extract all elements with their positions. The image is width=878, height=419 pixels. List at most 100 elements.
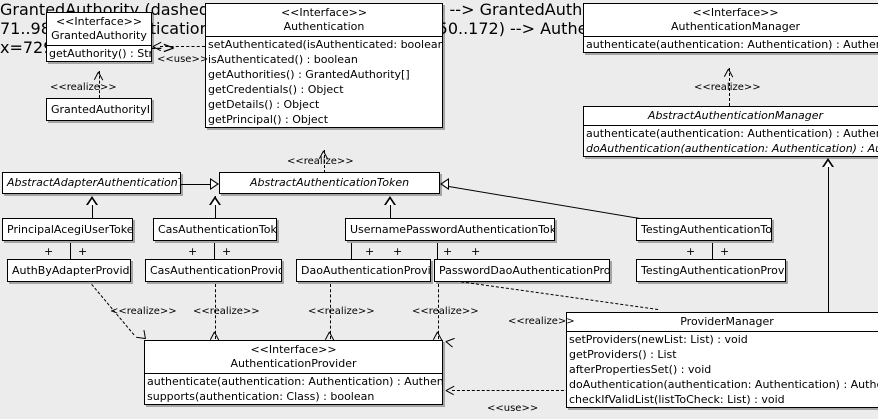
operation-get-principal: getPrincipal() : Object: [208, 113, 329, 126]
assoc-principal-to-authbyadapter: [70, 243, 71, 260]
class-authentication-provider-header: <<Interface>> AuthenticationProvider: [145, 341, 442, 373]
operation-after-properties-set: afterPropertiesSet() : void: [569, 363, 712, 376]
operations-compartment: setAuthenticated(isAuthenticated: boolea…: [206, 37, 442, 127]
class-name: AuthenticationProvider: [230, 357, 357, 370]
class-username-password-authentication-token[interactable]: UsernamePasswordAuthenticationToken: [345, 218, 555, 241]
operation-authenticate: authenticate(authentication: Authenticat…: [586, 38, 878, 51]
connector-generalization-testing-token: [448, 185, 641, 219]
class-principal-acegi-user-token[interactable]: PrincipalAcegiUserToken: [2, 218, 133, 241]
class-authentication-provider[interactable]: <<Interface>> AuthenticationProvider aut…: [144, 340, 443, 405]
class-name: AbstractAuthenticationToken: [249, 176, 410, 189]
label-use-provider-manager: <<use>>: [487, 403, 539, 414]
stereotype-interface: <<Interface>>: [55, 15, 143, 28]
class-cas-authentication-provider[interactable]: CasAuthenticationProvider: [145, 259, 282, 282]
triangle-principal-acegi-token-inner: [88, 199, 96, 205]
compartment-divider: [584, 125, 878, 126]
operation-get-credentials: getCredentials() : Object: [208, 83, 344, 96]
connector-generalization-principal-acegi-token: [92, 205, 93, 218]
operation-get-authorities: getAuthorities() : GrantedAuthority[]: [208, 68, 410, 81]
connector-generalization-username-password-token: [390, 205, 391, 218]
connector-realize-cas-provider: [215, 284, 216, 339]
triangle-provider-manager-inner: [824, 161, 832, 167]
connector-generalization-cas-token: [215, 205, 216, 218]
operation-supports: supports(authentication: Class) : boolea…: [147, 390, 375, 403]
class-testing-authentication-token-name: TestingAuthenticationToken: [641, 223, 771, 236]
operation-authenticate: authenticate(authentication: Authenticat…: [586, 127, 878, 140]
label-realize-abstract-authentication-token: <<realize>>: [287, 156, 354, 167]
class-authentication-manager-header: <<Interface>> AuthenticationManager: [584, 4, 878, 36]
class-abstract-authentication-token[interactable]: AbstractAuthenticationToken: [219, 172, 440, 194]
class-authentication-manager[interactable]: <<Interface>> AuthenticationManager auth…: [583, 3, 878, 53]
label-realize-auth-by-adapter-provider: <<realize>>: [110, 306, 177, 317]
connector-realize-abstract-authentication-manager: [729, 68, 730, 106]
assoc-marker-cas-right: +: [222, 245, 232, 258]
assoc-marker-cas-left: +: [188, 245, 198, 258]
assoc-testing-token-to-testing-provider: [712, 243, 713, 260]
class-abstract-adapter-authentication-token-name: AbstractAdapterAuthenticationToken: [3, 173, 180, 193]
label-realize-dao-provider: <<realize>>: [308, 306, 375, 317]
assoc-cas-token-to-cas-provider: [214, 243, 215, 260]
operation-get-authority: getAuthority() : String: [49, 47, 151, 60]
compartment-divider: [584, 36, 878, 37]
connector-realize-password-dao-provider: [438, 284, 439, 339]
class-testing-authentication-token[interactable]: TestingAuthenticationToken: [636, 218, 772, 241]
class-provider-manager[interactable]: ProviderManager setProviders(newList: Li…: [566, 312, 878, 408]
connector-use-granted-authority: [160, 46, 205, 47]
operation-check-if-valid-list: checkIfValidList(listToCheck: List) : vo…: [569, 393, 785, 406]
class-granted-authority-header: <<Interface>> GrantedAuthority: [47, 13, 151, 45]
assoc-username-to-password-dao-provider: [437, 243, 438, 260]
operations-compartment: setProviders(newList: List) : void getPr…: [567, 332, 878, 407]
connector-generalization-provider-manager: [828, 167, 829, 312]
triangle-testing-token-inner: [442, 180, 448, 188]
operations-compartment: getAuthority() : String: [47, 46, 151, 61]
label-realize-granted-authority-impl: <<realize>>: [50, 82, 117, 93]
class-cas-authentication-token[interactable]: CasAuthenticationToken: [153, 218, 277, 241]
class-name: Authentication: [283, 20, 365, 33]
compartment-divider: [206, 36, 442, 37]
class-auth-by-adapter-provider-name: AuthByAdapterProvider: [12, 264, 130, 277]
class-dao-authentication-provider-name: DaoAuthenticationProvider: [301, 264, 430, 277]
class-dao-authentication-provider[interactable]: DaoAuthenticationProvider: [296, 259, 431, 282]
class-password-dao-authentication-provider-name: PasswordDaoAuthenticationProvider: [439, 264, 609, 277]
compartment-divider: [145, 373, 442, 374]
class-granted-authority-impl[interactable]: GrantedAuthorityImpl: [46, 98, 152, 121]
class-name: GrantedAuthority: [51, 29, 147, 42]
class-cas-authentication-token-name: CasAuthenticationToken: [158, 223, 276, 236]
class-name: ProviderManager: [680, 315, 774, 328]
compartment-divider: [567, 331, 878, 332]
class-auth-by-adapter-provider[interactable]: AuthByAdapterProvider: [7, 259, 131, 282]
class-abstract-authentication-manager-header: AbstractAuthenticationManager: [584, 107, 878, 125]
class-cas-authentication-provider-name: CasAuthenticationProvider: [150, 264, 281, 277]
compartment-divider: [47, 45, 151, 46]
class-granted-authority[interactable]: <<Interface>> GrantedAuthority getAuthor…: [46, 12, 152, 62]
connector-generalization-adapter-token: [181, 184, 212, 185]
class-name: AuthenticationManager: [671, 20, 800, 33]
label-realize-abstract-authentication-manager: <<realize>>: [694, 82, 761, 93]
assoc-username-to-dao-provider: [351, 243, 352, 260]
class-abstract-adapter-authentication-token[interactable]: AbstractAdapterAuthenticationToken: [2, 172, 181, 194]
operations-compartment: authenticate(authentication: Authenticat…: [584, 126, 878, 156]
class-provider-manager-header: ProviderManager: [567, 313, 878, 331]
operation-do-authentication: doAuthentication(authentication: Authent…: [586, 142, 878, 155]
class-testing-authentication-provider-name: TestingAuthenticationProvider: [641, 264, 785, 277]
connector-realize-abstract-authentication-token: [324, 150, 325, 173]
operation-get-details: getDetails() : Object: [208, 98, 320, 111]
operation-set-providers: setProviders(newList: List) : void: [569, 333, 748, 346]
stereotype-interface: <<Interface>>: [250, 343, 337, 356]
triangle-cas-token-inner: [211, 199, 219, 205]
class-password-dao-authentication-provider[interactable]: PasswordDaoAuthenticationProvider: [434, 259, 610, 282]
operation-set-authenticated: setAuthenticated(isAuthenticated: boolea…: [208, 38, 442, 51]
operation-authenticate: authenticate(authentication: Authenticat…: [147, 375, 442, 388]
class-authentication[interactable]: <<Interface>> Authentication setAuthenti…: [205, 3, 443, 128]
assoc-marker-username-4: +: [471, 245, 481, 258]
assoc-marker-username-3: +: [443, 245, 453, 258]
operations-compartment: authenticate(authentication: Authenticat…: [584, 37, 878, 52]
class-abstract-authentication-manager[interactable]: AbstractAuthenticationManager authentica…: [583, 106, 878, 157]
operation-is-authenticated: isAuthenticated() : boolean: [208, 53, 358, 66]
label-use-granted-authority: <<use>>: [157, 54, 209, 65]
class-testing-authentication-provider[interactable]: TestingAuthenticationProvider: [636, 259, 786, 282]
class-principal-acegi-user-token-name: PrincipalAcegiUserToken: [7, 223, 132, 236]
class-abstract-authentication-token-name: AbstractAuthenticationToken: [220, 173, 439, 193]
triangle-adapter-token-inner: [211, 180, 217, 188]
